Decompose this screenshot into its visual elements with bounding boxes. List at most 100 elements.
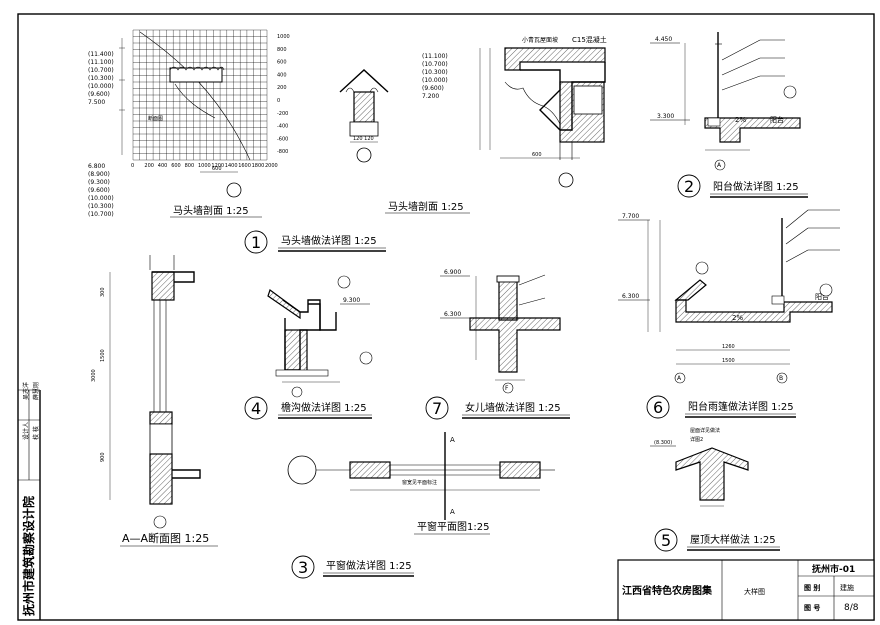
elev-d6-b: 6.300 (622, 293, 639, 300)
detail-7-number: 7 (432, 399, 442, 418)
detail-7-parapet: 6.900 6.300 F 7 女儿墙做法详图 1:25 (425, 269, 570, 420)
elevation-label: (10.300) (88, 203, 114, 210)
axis-bubble-d2 (714, 159, 726, 171)
d1-sub-left-label: 马头墙剖面 1:25 (173, 204, 249, 217)
detail-2-balcony: 4.450 3.300 A 阳台 2% 2 阳台做法详图 1:25 (650, 32, 808, 198)
dim-900: 900 (100, 452, 106, 462)
grid-x-label: 600 (171, 163, 181, 169)
dim-600: 600 (212, 166, 222, 172)
detail-1-ridge: 120 120 马头墙剖面 1:25 (339, 69, 470, 214)
grid-x-label: 1800 (252, 163, 265, 169)
axis-a-d2: A (717, 162, 722, 169)
grid-y-label: -400 (277, 124, 288, 130)
grid-y-label: 1000 (277, 34, 290, 40)
d3-sub-section-label: A—A断面图 1:25 (122, 531, 209, 545)
detail-3-title-text: 平窗做法详图 1:25 (326, 559, 412, 572)
checker-name: 薛慧刚 (32, 382, 40, 400)
axis-a-d6: A (677, 375, 682, 382)
elevation-labels-d1-mid: (11.100)(10.700)(10.300)(10.000)(9.600)7… (422, 53, 448, 100)
elevation-label: (11.100) (422, 53, 448, 60)
elevation-label: 7.500 (88, 99, 105, 106)
elev-d5: (8.300) (654, 440, 672, 446)
grid-x-label: 1000 (198, 163, 211, 169)
dim-1500b: 1500 (722, 358, 735, 364)
grid-x-label: 2000 (265, 163, 278, 169)
grid-y-label: 400 (277, 72, 287, 78)
grid-y-label: -200 (277, 111, 288, 117)
balcony-slope: 2% (735, 116, 746, 124)
detail-7-title-text: 女儿墙做法详图 1:25 (465, 401, 561, 414)
detail-1-number: 1 (251, 233, 261, 252)
atlas-name: 江西省特色农房图集 (622, 584, 713, 597)
detail-3-number: 3 (298, 558, 308, 577)
elevation-label: (9.600) (88, 187, 110, 194)
number-label: 图 号 (804, 603, 820, 612)
detail-1-eave-profile: (11.100)(10.700)(10.300)(10.000)(9.600)7… (422, 35, 607, 188)
elev-d7-b: 6.300 (444, 311, 461, 318)
grid-note: 断面图 (148, 115, 163, 122)
elevation-label: (10.000) (88, 83, 114, 90)
detail-4-title-text: 檐沟做法详图 1:25 (281, 401, 367, 414)
dim-1260: 1260 (722, 344, 735, 350)
grid-y-label: 200 (277, 85, 287, 91)
drawing-name: 大样图 (744, 587, 765, 596)
dim-120: 120 120 (353, 136, 374, 142)
section-mark-top: A (450, 436, 455, 444)
axis-bubble-d7 (502, 382, 514, 394)
grid-y-label: 800 (277, 47, 287, 53)
category-label: 图 别 (804, 583, 820, 592)
axis-bubble-d6a (674, 372, 686, 384)
dim-1500: 1500 (100, 349, 106, 362)
axis-bubble-d3a (153, 515, 167, 529)
axis-bubble-d1c (558, 172, 574, 188)
detail-5-number: 5 (661, 531, 671, 550)
axis-b-d6: B (779, 375, 783, 382)
elev-d7-a: 6.900 (444, 269, 461, 276)
elevation-label: (10.300) (422, 69, 448, 76)
elevation-label: 7.200 (422, 93, 439, 100)
sheet-border (17, 13, 875, 621)
axis-bubble-d3b (287, 455, 317, 485)
dim-300: 300 (100, 287, 106, 297)
grid-y-label: 0 (277, 98, 280, 104)
detail-3-window-plan: A A 窗宽见平面标注 平窗平面图1:25 3 平窗做法详图 1:25 (287, 432, 555, 579)
title-block: 江西省特色农房图集 大样图 抚州市-01 图 别 建施 图 号 8/8 (617, 559, 875, 621)
detail-3-window-section: 300 1500 900 3000 A—A断面图 1:25 (91, 255, 218, 547)
detail-5-roof: (8.300) 屋面详见做法 详图2 5 屋顶大样做法 1:25 (650, 427, 780, 552)
designer-label: 设计人 (22, 422, 30, 440)
elevation-label: (9.600) (422, 85, 444, 92)
canopy-slope: 2% (732, 314, 743, 322)
elev-d2-b: 3.300 (657, 113, 674, 120)
project-code: 抚州市-01 (812, 563, 855, 575)
detail-6-title-text: 阳台雨篷做法详图 1:25 (688, 400, 794, 413)
elevation-label: (11.100) (88, 59, 114, 66)
elevation-label: (10.700) (88, 211, 114, 218)
grid-x-label: 200 (144, 163, 154, 169)
axis-bubble-d4 (291, 386, 303, 398)
detail-2-number: 2 (684, 177, 694, 196)
elevation-label: (9.600) (88, 91, 110, 98)
elevation-label: 6.800 (88, 163, 105, 170)
checker-label: 校 核 (32, 426, 40, 440)
dim-3000: 3000 (91, 369, 97, 382)
grid-y-label: 600 (277, 60, 287, 66)
elevation-label: (10.000) (422, 77, 448, 84)
elevation-label: (10.000) (88, 195, 114, 202)
left-title-strip: 吴志洋 薛慧刚 设计人 校 核 抚州市建筑勘察设计院 (18, 382, 41, 620)
section-mark-bottom: A (450, 508, 455, 516)
elevation-label: (10.700) (422, 61, 448, 68)
grid-x-label: 1400 (225, 163, 238, 169)
grid-y-label: -600 (277, 136, 288, 142)
c15-note: C15混凝土 (572, 35, 607, 44)
detail-4-gutter: 9.300 4 檐沟做法详图 1:25 (244, 275, 373, 420)
roof-note: 屋面详见做法 (690, 427, 720, 434)
elevation-labels-d1-left: (11.400)(11.100)(10.700)(10.300)(10.000)… (88, 51, 114, 106)
elev-d4: 9.300 (343, 297, 360, 304)
designer-name: 吴志洋 (22, 382, 30, 400)
roof-slope-note: 详图2 (690, 436, 703, 443)
institute-name: 抚州市建筑勘察设计院 (21, 496, 36, 616)
grid-x-label: 1600 (238, 163, 251, 169)
detail-5-title-text: 屋顶大样做法 1:25 (690, 533, 776, 546)
